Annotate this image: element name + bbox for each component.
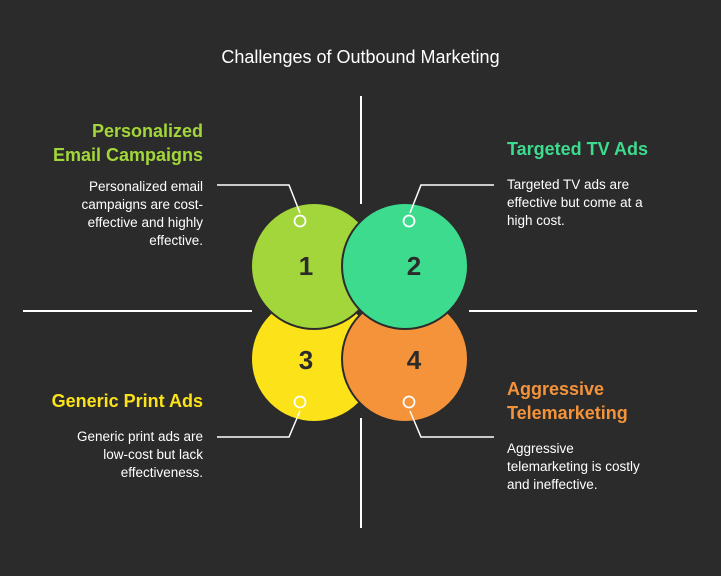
connector-2 — [409, 184, 494, 214]
quadrant-3-description: Generic print ads are low-cost but lack … — [76, 429, 203, 480]
connector-3 — [217, 410, 301, 438]
quadrant-4-heading: Aggressive Telemarketing — [507, 379, 628, 423]
connector-1 — [217, 184, 301, 214]
quadrant-2-heading: Targeted TV Ads — [507, 139, 649, 159]
quadrant-1-description: Personalized email campaigns are cost- e… — [81, 179, 203, 248]
circle-2 — [341, 202, 469, 330]
connector-dot-1 — [293, 214, 307, 228]
connector-4 — [409, 410, 494, 438]
circle-number-1: 1 — [299, 251, 313, 281]
circle-number-3: 3 — [299, 345, 313, 375]
quadrant-3-heading: Generic Print Ads — [51, 391, 203, 411]
connector-dot-3 — [293, 395, 307, 409]
circle-number-4: 4 — [407, 345, 422, 375]
connector-dot-4 — [402, 395, 416, 409]
diagram-title: Challenges of Outbound Marketing — [221, 47, 500, 67]
quadrant-1-heading: Personalized Email Campaigns — [52, 121, 203, 165]
quadrant-2-description: Targeted TV ads are effective but come a… — [507, 177, 643, 228]
circle-number-2: 2 — [407, 251, 421, 281]
quadrant-4-description: Aggressive telemarketing is costly and i… — [507, 441, 640, 492]
connector-dot-2 — [402, 214, 416, 228]
